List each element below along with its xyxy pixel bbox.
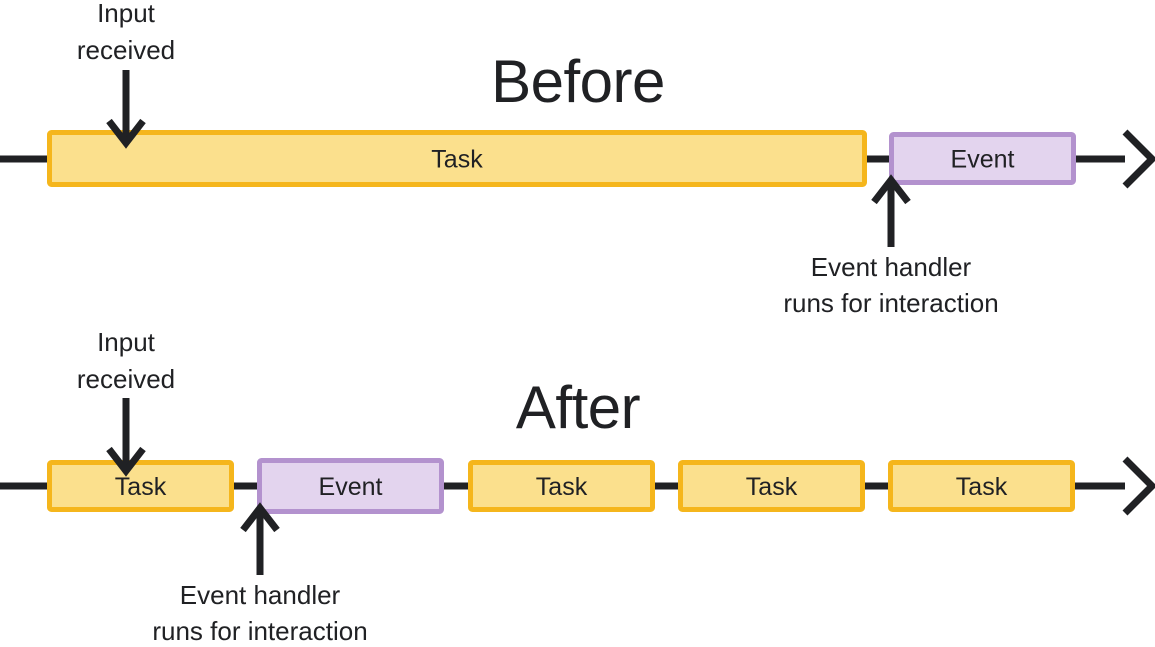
annotation-input-received-before: Input received [77,0,175,149]
task-block-label: Task [746,473,798,501]
section-title-before: Before [491,48,665,115]
event-block-rect [889,132,1076,185]
annotation-input-received-after: Input received [77,327,175,477]
annotation-text-line: received [77,364,175,394]
annotation-arrow-head [871,174,911,205]
annotation-text-line: received [77,35,175,65]
annotation-text-line: Event handler [180,580,341,610]
task-block-rect [47,130,867,187]
task-block-label: Task [431,146,483,174]
task-block-label: Task [115,473,167,501]
task-block[interactable]: Task [47,460,234,512]
annotation-event-handler-before: Event handler runs for interaction [783,174,999,318]
task-block[interactable]: Task [678,460,865,512]
task-block-label: Task [956,473,1008,501]
after-end-arrow [1122,456,1155,516]
annotation-text-line: Input [97,0,156,28]
annotation-event-handler-after: Event handler runs for interaction [152,502,368,646]
annotation-arrow-head [240,502,280,533]
task-block-rect [47,460,234,512]
annotation-text-line: runs for interaction [783,288,998,318]
before-end-arrow [1122,129,1155,189]
event-block-rect [257,458,444,514]
annotation-text-line: Event handler [811,252,972,282]
event-block-label: Event [319,473,383,501]
annotation-text-line: Input [97,327,156,357]
event-block-label: Event [951,146,1015,174]
annotation-arrow-head [106,118,146,149]
annotation-text-line: runs for interaction [152,616,367,646]
task-block-rect [468,460,655,512]
task-block-rect [888,460,1075,512]
task-block-rect [678,460,865,512]
annotation-arrow-head [106,446,146,477]
task-block-label: Task [536,473,588,501]
task-block[interactable]: Task [888,460,1075,512]
task-block[interactable]: Task [468,460,655,512]
task-block[interactable]: Task [47,130,867,187]
event-block[interactable]: Event [889,132,1076,185]
section-title-after: After [516,374,640,441]
event-block[interactable]: Event [257,458,444,514]
